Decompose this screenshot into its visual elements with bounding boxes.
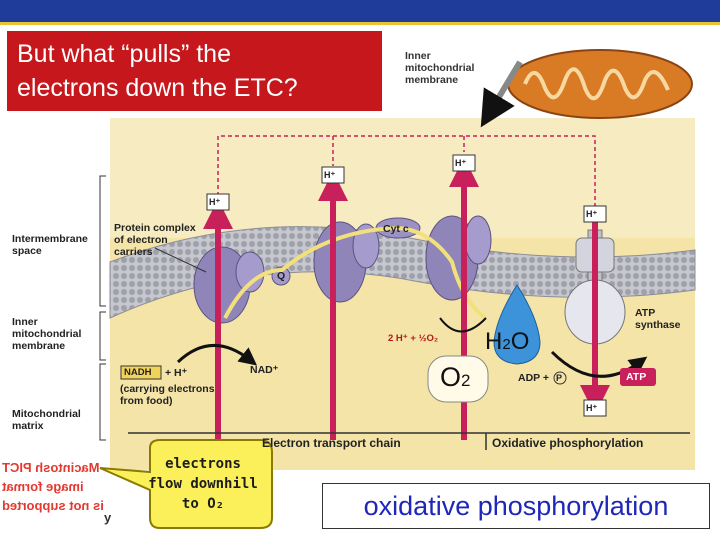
- complex-iii-b: [352, 223, 380, 269]
- nadh-reaction-arrow: [176, 344, 258, 366]
- h-plus-label-3: H⁺: [455, 158, 467, 168]
- water-o: O: [510, 328, 530, 355]
- h-plus-box-1: [206, 193, 230, 211]
- label-protein-complex: Protein complex of electron carriers: [114, 222, 196, 258]
- complex-iv-b: [464, 215, 492, 265]
- bracket-matrix: [99, 363, 106, 441]
- label-line: ATP: [635, 307, 656, 319]
- h-plus-box-2: [321, 166, 345, 184]
- label-two-h-half-o2: 2 H⁺ + ½O₂: [388, 333, 439, 344]
- label-line: membrane: [405, 74, 459, 86]
- inner-membrane-band: [109, 226, 696, 319]
- label-line: mitochondrial: [405, 62, 475, 74]
- label-inner-membrane-left: Inner mitochondrial membrane: [12, 316, 81, 352]
- header-accent-line: [0, 22, 720, 25]
- callout-line-1: electrons: [165, 456, 241, 472]
- phosphate-circle: [553, 371, 567, 385]
- label-adp: ADP +: [518, 372, 550, 384]
- proton-gradient-loop: [217, 135, 596, 206]
- label-line: mitochondrial: [12, 328, 82, 340]
- atp-badge: [620, 368, 656, 386]
- membrane-pointer: [480, 60, 523, 128]
- placeholder-line-2: image format: [2, 479, 84, 494]
- h-plus-box-3: [452, 154, 476, 172]
- oxygen-formula: O2: [440, 362, 470, 396]
- mitochondrion-cristae: [523, 67, 670, 101]
- label-nadh: NADH: [124, 367, 152, 378]
- label-atp: ATP: [626, 371, 647, 383]
- oxygen-subscript: 2: [461, 371, 471, 390]
- label-line: Inner: [405, 50, 431, 62]
- water-h: H: [485, 328, 503, 355]
- callout-text: electrons flow downhill to O₂: [140, 454, 266, 514]
- h-plus-label-5: H⁺: [586, 403, 598, 413]
- label-cyt-c: Cyt c: [383, 223, 409, 235]
- h-plus-label-4: H⁺: [586, 209, 598, 219]
- label-oxidative-phosphorylation: Oxidative phosphorylation: [492, 436, 644, 450]
- label-line: (carrying electrons: [120, 383, 215, 395]
- water-subscript: 2: [502, 336, 511, 353]
- oxygen-reaction-arrow: [439, 317, 487, 333]
- unsupported-image-placeholder: Macintosh PICT image format is not suppo…: [2, 458, 124, 515]
- placeholder-line-1: Macintosh PICT: [2, 460, 100, 475]
- slide-header-bar: [0, 0, 720, 22]
- label-nadh-plus-h: + H⁺: [165, 367, 188, 379]
- label-line: membrane: [12, 340, 66, 352]
- callout-bubble: [99, 439, 273, 529]
- slide-title: But what “pulls” the electrons down the …: [7, 31, 382, 111]
- electron-path: [223, 225, 487, 320]
- water-droplet: [493, 284, 541, 365]
- label-phosphate: P: [556, 373, 563, 383]
- label-atp-synthase: ATP synthase: [635, 307, 681, 331]
- water-formula: H2O: [485, 328, 529, 359]
- label-mitochondrial-matrix: Mitochondrial matrix: [12, 408, 81, 432]
- bracket-membrane: [99, 311, 106, 361]
- label-line: carriers: [114, 246, 153, 258]
- label-line: Inner: [12, 316, 38, 328]
- h-plus-label-2: H⁺: [324, 170, 336, 180]
- process-name-box: oxidative phosphorylation: [322, 483, 710, 529]
- bracket-intermembrane: [99, 175, 106, 307]
- label-line: space: [12, 245, 42, 257]
- h-plus-box-5: [583, 399, 607, 417]
- label-q: Q: [277, 270, 286, 282]
- label-line: of electron: [114, 234, 168, 246]
- label-electron-transport-chain: Electron transport chain: [262, 436, 401, 450]
- oxygen-bubble: [427, 355, 489, 403]
- label-nad-plus: NAD⁺: [250, 364, 279, 376]
- label-carrying-electrons: (carrying electrons from food): [120, 383, 215, 407]
- label-inner-membrane-top: Inner mitochondrial membrane: [405, 50, 474, 86]
- label-line: from food): [120, 395, 173, 407]
- label-line: Protein complex: [114, 222, 196, 234]
- callout-line-3: to O₂: [181, 496, 225, 512]
- title-line-1: But what “pulls” the: [17, 40, 231, 68]
- oxygen-o: O: [440, 362, 462, 392]
- label-intermembrane-space: Intermembrane space: [12, 233, 88, 257]
- nadh-box: [120, 365, 162, 380]
- h-plus-label-1: H⁺: [209, 197, 221, 207]
- title-line-2: electrons down the ETC?: [17, 74, 298, 102]
- label-line: Mitochondrial: [12, 408, 81, 420]
- label-line: synthase: [635, 319, 681, 331]
- stray-glyph: y: [104, 510, 112, 525]
- label-line: Intermembrane: [12, 233, 88, 245]
- label-line: matrix: [12, 420, 44, 432]
- protein-complex-pointer: [154, 247, 207, 273]
- callout-line-2: flow downhill: [148, 476, 258, 492]
- h-plus-box-4: [583, 205, 607, 223]
